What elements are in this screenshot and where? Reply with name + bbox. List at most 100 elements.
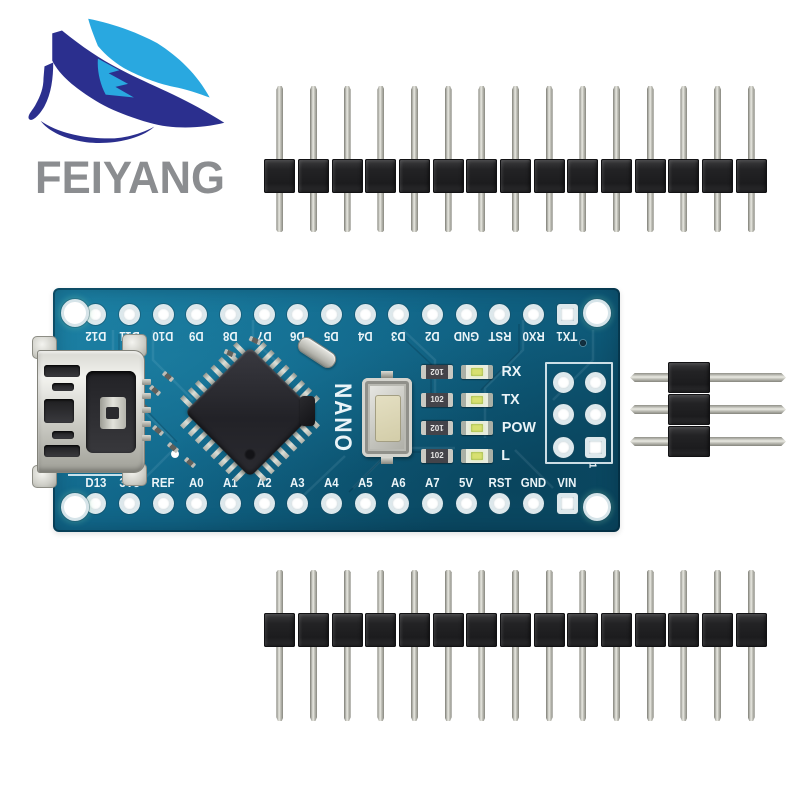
pin-rod-bottom	[377, 647, 385, 721]
pin-d7: D7	[247, 304, 281, 344]
led-die	[471, 395, 483, 404]
header-pin	[431, 570, 465, 721]
through-hole	[489, 493, 511, 514]
pin-rod-top	[747, 570, 755, 613]
pin-label: RST	[488, 475, 512, 490]
pin-d11: D11	[113, 304, 147, 344]
pin-rod-bottom	[613, 647, 621, 721]
pin-rod-top	[747, 86, 755, 159]
usb-slot	[44, 399, 74, 423]
pin-plastic-block	[500, 159, 532, 193]
pin-rod-top	[613, 86, 621, 159]
through-hole	[219, 304, 241, 325]
pin-rod-bottom	[579, 193, 587, 232]
pin-label: GND	[520, 475, 547, 490]
usb-slot	[44, 365, 80, 377]
pin-rod-top	[478, 570, 486, 613]
pin-a3: A3	[281, 475, 315, 514]
nano-board: D12D11D10D9D8D7D6D5D4D3D2GNDRSTRX0TX1 D1…	[32, 288, 620, 532]
pin-rod-top	[579, 570, 587, 613]
through-hole	[354, 493, 376, 514]
pin-label: 5V	[459, 475, 474, 490]
pin-rod-bottom	[545, 193, 553, 232]
icsp-holes	[547, 364, 611, 466]
pin-a2: A2	[247, 475, 281, 514]
pin-rod-bottom	[680, 647, 688, 721]
top-pin-row: D12D11D10D9D8D7D6D5D4D3D2GNDRSTRX0TX1	[79, 304, 584, 344]
logo-zigzag-lightblue	[97, 58, 134, 98]
button-cap	[375, 395, 401, 442]
pin-d9: D9	[180, 304, 214, 344]
pin-plastic-block	[365, 159, 397, 193]
pin-plastic-block	[668, 613, 700, 647]
pin-a0: A0	[180, 475, 214, 514]
pin-rod-bottom	[646, 647, 654, 721]
header-pin	[630, 426, 786, 457]
usb-slot	[52, 383, 74, 391]
usb-contact-pin	[142, 379, 151, 385]
pin-rod-top	[680, 570, 688, 613]
header-pin	[667, 86, 701, 232]
header-pin	[499, 86, 533, 232]
pin-plastic-block	[668, 362, 710, 393]
button-leg	[381, 457, 393, 464]
pin-label: A5	[357, 475, 373, 490]
through-hole	[421, 304, 443, 325]
pin-rod-bottom	[478, 647, 486, 721]
pin-rod-top	[444, 86, 452, 159]
header-pin	[600, 570, 634, 721]
pin-label: D9	[189, 329, 205, 344]
through-hole	[556, 493, 578, 514]
smd-resistor: 102	[421, 364, 453, 379]
pin-rod-bottom	[411, 193, 419, 232]
header-pin	[600, 86, 634, 232]
pin-header-side	[630, 362, 786, 458]
through-hole	[118, 304, 140, 325]
header-pin	[630, 362, 786, 393]
icsp-hole	[584, 437, 606, 459]
pin-rod-bottom	[512, 193, 520, 232]
pin-d5: D5	[315, 304, 349, 344]
pin-rod-bottom	[646, 193, 654, 232]
pin-plastic-block	[567, 159, 599, 193]
pin-rod-top	[478, 86, 486, 159]
pin-rod-top	[714, 86, 722, 159]
pin-plastic-block	[500, 613, 532, 647]
mounting-hole	[61, 299, 89, 327]
pin-rod-top	[579, 86, 587, 159]
pin-rod-top	[613, 570, 621, 613]
pin-rod-top	[512, 570, 520, 613]
through-hole	[320, 304, 342, 325]
pin-rod-bottom	[444, 193, 452, 232]
chip-pin	[276, 446, 290, 460]
usb-contact-pin	[142, 407, 151, 413]
pin-d4: D4	[348, 304, 382, 344]
led-tx	[461, 392, 493, 407]
header-pin	[499, 570, 533, 721]
header-pin	[566, 570, 600, 721]
pin-rod-bottom	[411, 647, 419, 721]
pin-plastic-block	[567, 613, 599, 647]
through-hole	[421, 493, 443, 514]
pin-rod-bottom	[444, 647, 452, 721]
pin-plastic-block	[668, 426, 710, 457]
pin-plastic-block	[264, 159, 296, 193]
pin-plastic-block	[601, 159, 633, 193]
mini-usb-connector	[32, 334, 151, 488]
pin-rod-bottom	[343, 647, 351, 721]
pin-rod-bottom	[276, 647, 284, 721]
through-hole	[388, 493, 410, 514]
led-die	[471, 423, 483, 432]
pin-label: TX1	[556, 329, 578, 344]
pin-plastic-block	[432, 159, 464, 193]
through-hole	[152, 304, 174, 325]
pin-ref: REF	[146, 475, 180, 514]
pin-rod-bottom	[714, 193, 722, 232]
led-die	[471, 367, 483, 376]
pin-rod-top	[343, 570, 351, 613]
through-hole	[354, 304, 376, 325]
icsp-header	[545, 362, 613, 464]
